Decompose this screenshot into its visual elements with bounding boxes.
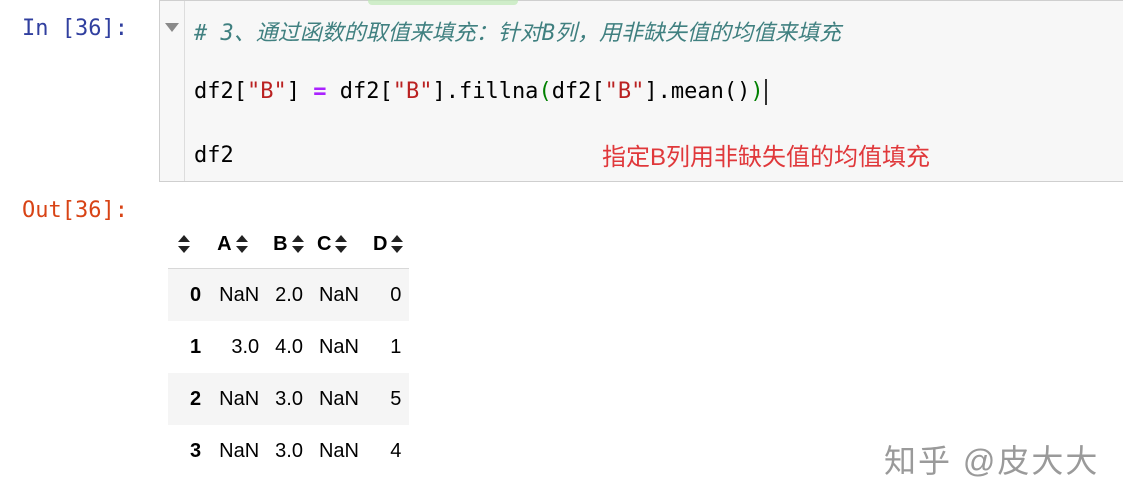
code-string: "B"	[392, 79, 433, 104]
sort-icon[interactable]	[235, 235, 248, 254]
table-cell: NaN	[219, 439, 260, 462]
code-cell[interactable]: # 3、通过函数的取值来填充：针对B列，用非缺失值的均值来填充 df2["B"]…	[159, 0, 1123, 182]
column-header-c[interactable]: C	[310, 220, 367, 269]
table-cell: 3.0	[275, 439, 303, 462]
table-cell: 0	[366, 268, 410, 321]
column-label: B	[273, 232, 288, 255]
table-cell: 3.0	[231, 335, 260, 358]
column-header-a[interactable]: A	[211, 220, 268, 269]
table-cell: NaN	[318, 439, 359, 462]
column-header-d[interactable]: D	[366, 220, 410, 269]
table-row: 3 NaN 3.0 NaN 4	[168, 425, 409, 477]
code-paren: (	[538, 79, 552, 104]
code-operator: =	[313, 79, 327, 104]
dataframe-table: A B C D 0 NaN 2.0 NaN 0 1 3.0 4.0 NaN 1 …	[168, 220, 410, 477]
code-string: "B"	[604, 79, 645, 104]
code-output-line: df2	[194, 143, 234, 168]
table-cell: 4	[390, 439, 402, 462]
highlight-mark	[368, 0, 518, 5]
index-header[interactable]	[168, 220, 212, 269]
code-token: ].mean()	[644, 79, 751, 104]
code-paren: )	[750, 79, 764, 104]
table-cell: NaN	[211, 268, 268, 321]
column-label: A	[217, 232, 232, 255]
code-token: ].fillna	[432, 79, 539, 104]
row-index: 3	[190, 439, 202, 462]
code-fillna-line: df2["B"] = df2["B"].fillna(df2["B"].mean…	[194, 79, 767, 105]
sort-icon[interactable]	[178, 235, 190, 254]
table-cell: NaN	[310, 373, 367, 425]
text-cursor	[764, 79, 767, 105]
collapse-arrow-icon[interactable]	[165, 23, 179, 32]
code-token: df2[	[194, 79, 247, 104]
cell-gutter	[160, 1, 185, 181]
column-label: C	[316, 232, 332, 255]
table-cell: 4.0	[275, 335, 303, 358]
table-cell: NaN	[310, 268, 367, 321]
sort-icon[interactable]	[291, 235, 304, 254]
table-cell: NaN	[318, 335, 359, 358]
table-row: 0 NaN 2.0 NaN 0	[168, 268, 410, 321]
column-label: D	[372, 232, 388, 255]
column-header-b[interactable]: B	[267, 220, 311, 269]
table-row: 1 3.0 4.0 NaN 1	[168, 321, 409, 373]
table-cell: 2.0	[267, 268, 311, 321]
table-header-row: A B C D	[168, 220, 410, 269]
code-token: df2[	[551, 79, 605, 104]
sort-icon[interactable]	[391, 235, 404, 254]
row-index: 0	[168, 268, 212, 321]
code-token: ]	[286, 79, 300, 104]
sort-icon[interactable]	[335, 235, 348, 254]
table-cell: NaN	[211, 373, 268, 425]
code-string: "B"	[246, 79, 287, 104]
table-cell: 3.0	[267, 373, 311, 425]
output-prompt: Out[36]:	[22, 198, 128, 223]
code-token: df2[	[339, 79, 393, 104]
row-index: 2	[168, 373, 212, 425]
code-comment-line: # 3、通过函数的取值来填充：针对B列，用非缺失值的均值来填充	[194, 21, 841, 46]
input-prompt: In [36]:	[22, 16, 128, 41]
table-row: 2 NaN 3.0 NaN 5	[168, 373, 410, 425]
annotation-note: 指定B列用非缺失值的均值填充	[602, 144, 931, 171]
row-index: 1	[190, 335, 202, 358]
table-cell: 5	[366, 373, 410, 425]
table-cell: 1	[390, 335, 402, 358]
code-editor[interactable]: # 3、通过函数的取值来填充：针对B列，用非缺失值的均值来填充 df2["B"]…	[194, 1, 1123, 181]
watermark-text: 知乎 @皮大大	[884, 443, 1100, 479]
